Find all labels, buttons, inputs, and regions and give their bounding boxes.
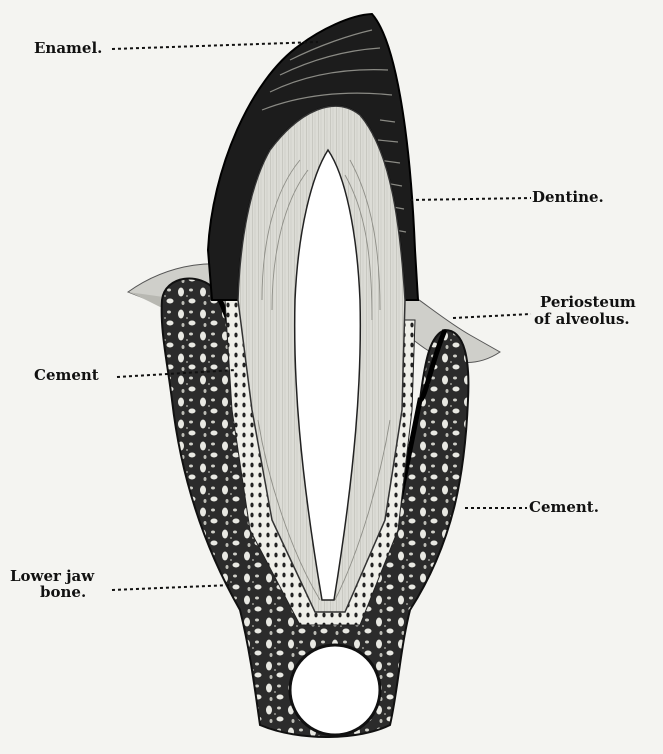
label-lower-jaw-2: bone. [40,585,86,600]
leader-enamel [112,42,318,49]
leader-periosteum [453,314,531,318]
label-lower-jaw: Lower jaw [10,569,94,584]
label-cement-right: Cement. [529,500,599,515]
label-periosteum-2: of alveolus. [534,312,630,327]
label-periosteum: Periosteum [540,295,636,310]
mandibular-canal [290,645,380,735]
leader-dentine [410,198,531,200]
label-enamel: Enamel. [34,41,102,56]
label-cement-left: Cement [34,368,99,383]
leader-jaw [112,585,232,590]
label-dentine: Dentine. [532,190,604,205]
